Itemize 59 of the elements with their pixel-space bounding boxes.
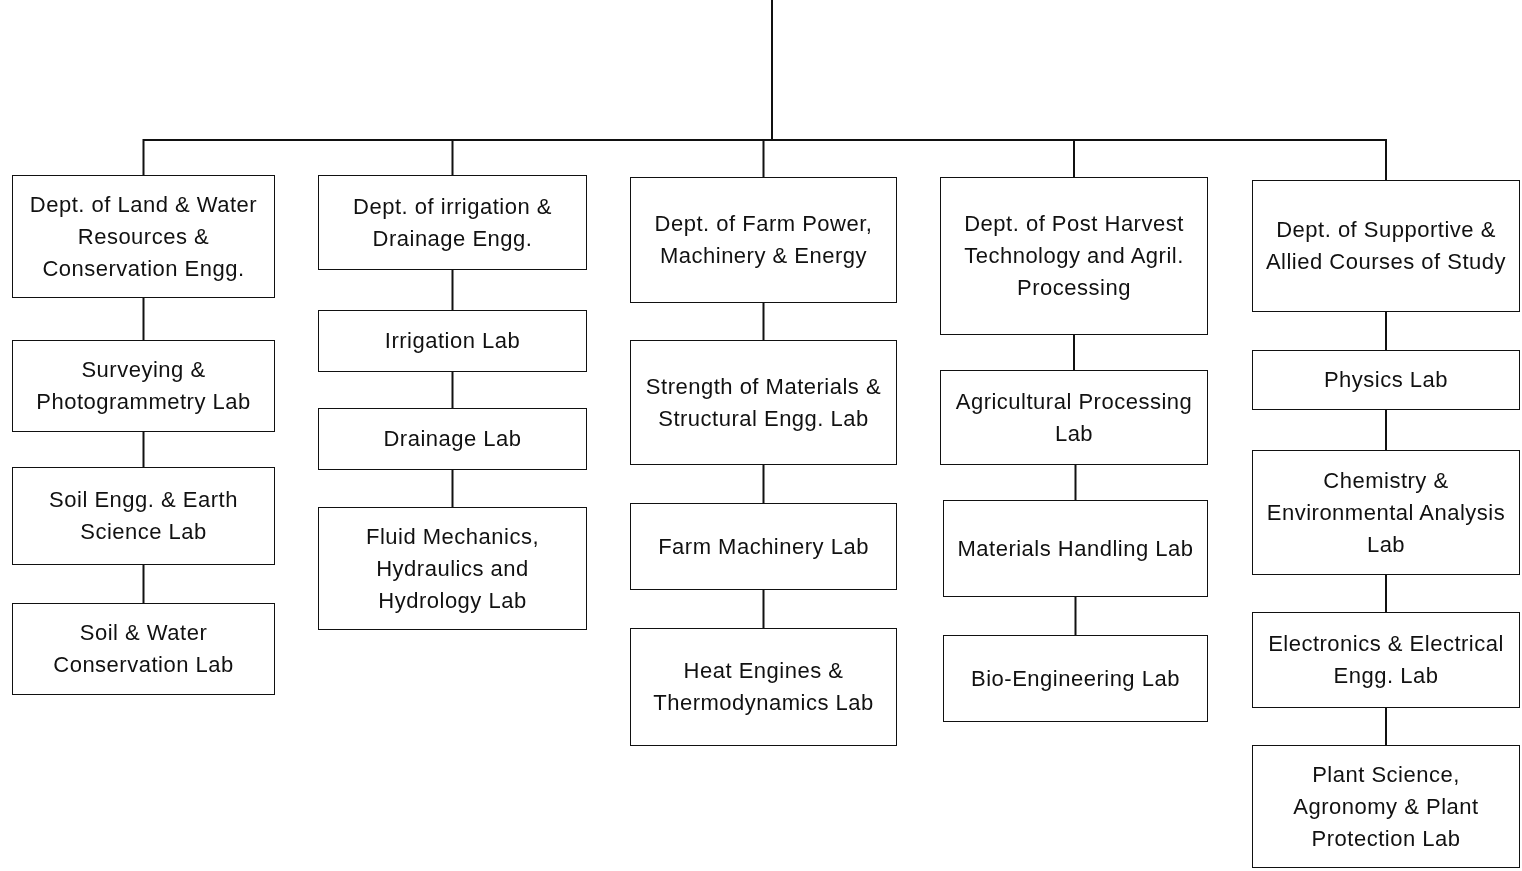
lab-box (12, 340, 275, 432)
lab-box (630, 340, 897, 465)
lab-box (318, 507, 587, 630)
box-label: Materials Handling Lab (957, 534, 1194, 563)
connector-line (1385, 409, 1387, 451)
box-label: Bio-Engineering Lab (971, 664, 1180, 693)
connector-line (1073, 334, 1075, 371)
connector-line (1074, 464, 1077, 501)
lab-box (940, 370, 1208, 465)
box-label: Electronics & Electrical Engg. Lab (1267, 630, 1505, 690)
department-box (1252, 180, 1520, 312)
lab-box (630, 503, 897, 590)
lab-box (318, 310, 587, 372)
box-label: Farm Machinery Lab (658, 532, 869, 561)
department-box (630, 177, 897, 303)
connector-line (142, 564, 145, 604)
lab-box (1252, 745, 1520, 868)
box-label: Surveying & Photogrammetry Lab (35, 356, 252, 416)
box-label: Physics Lab (1323, 366, 1449, 394)
connector-line (1074, 596, 1077, 636)
connector-line (1385, 574, 1387, 613)
box-label: Strength of Materials & Structural Engg. Lab (644, 372, 883, 433)
connector-line (451, 469, 454, 508)
box-label: Agricultural Processing Lab (954, 387, 1194, 448)
box-label: Dept. of irrigation & Drainage Engg. (352, 192, 553, 253)
connector-line (771, 0, 1387, 181)
box-label: Soil & Water Conservation Lab (52, 619, 235, 679)
box-label: Irrigation Lab (384, 327, 521, 355)
lab-box (943, 635, 1208, 722)
connector-line (1385, 707, 1387, 746)
connector-line (762, 302, 765, 341)
connector-line (1385, 311, 1387, 351)
box-label: Dept. of Supportive & Allied Courses of Study (1264, 216, 1508, 276)
lab-box (630, 628, 897, 746)
department-box (940, 177, 1208, 335)
box-label: Soil Engg. & Earth Science Lab (48, 486, 239, 546)
box-label: Drainage Lab (383, 425, 522, 453)
lab-box (12, 603, 275, 695)
box-label: Dept. of Post Harvest Technology and Agril. Processing (963, 210, 1185, 302)
box-label: Plant Science, Agronomy & Plant Protection Lab (1292, 760, 1480, 853)
connector-line (451, 371, 454, 409)
connector-line (142, 431, 145, 468)
box-label: Fluid Mechanics, Hydraulics and Hydrology Lab (364, 522, 541, 615)
box-label: Heat Engines & Thermodynamics Lab (652, 657, 875, 717)
connector-line (451, 269, 454, 311)
department-box (12, 175, 275, 298)
connector-line (762, 589, 765, 629)
lab-box (12, 467, 275, 565)
box-label: Dept. of Farm Power, Machinery & Energy (653, 210, 874, 270)
box-label: Dept. of Land & Water Resources & Conservation Engg. (28, 190, 259, 283)
lab-box (1252, 612, 1520, 708)
lab-box (1252, 450, 1520, 575)
lab-box (318, 408, 587, 470)
connector-line (142, 297, 145, 341)
department-box (318, 175, 587, 270)
box-label: Chemistry & Environmental Analysis Lab (1265, 466, 1507, 559)
connector-line (762, 464, 765, 504)
lab-box (1252, 350, 1520, 410)
lab-box (943, 500, 1208, 597)
